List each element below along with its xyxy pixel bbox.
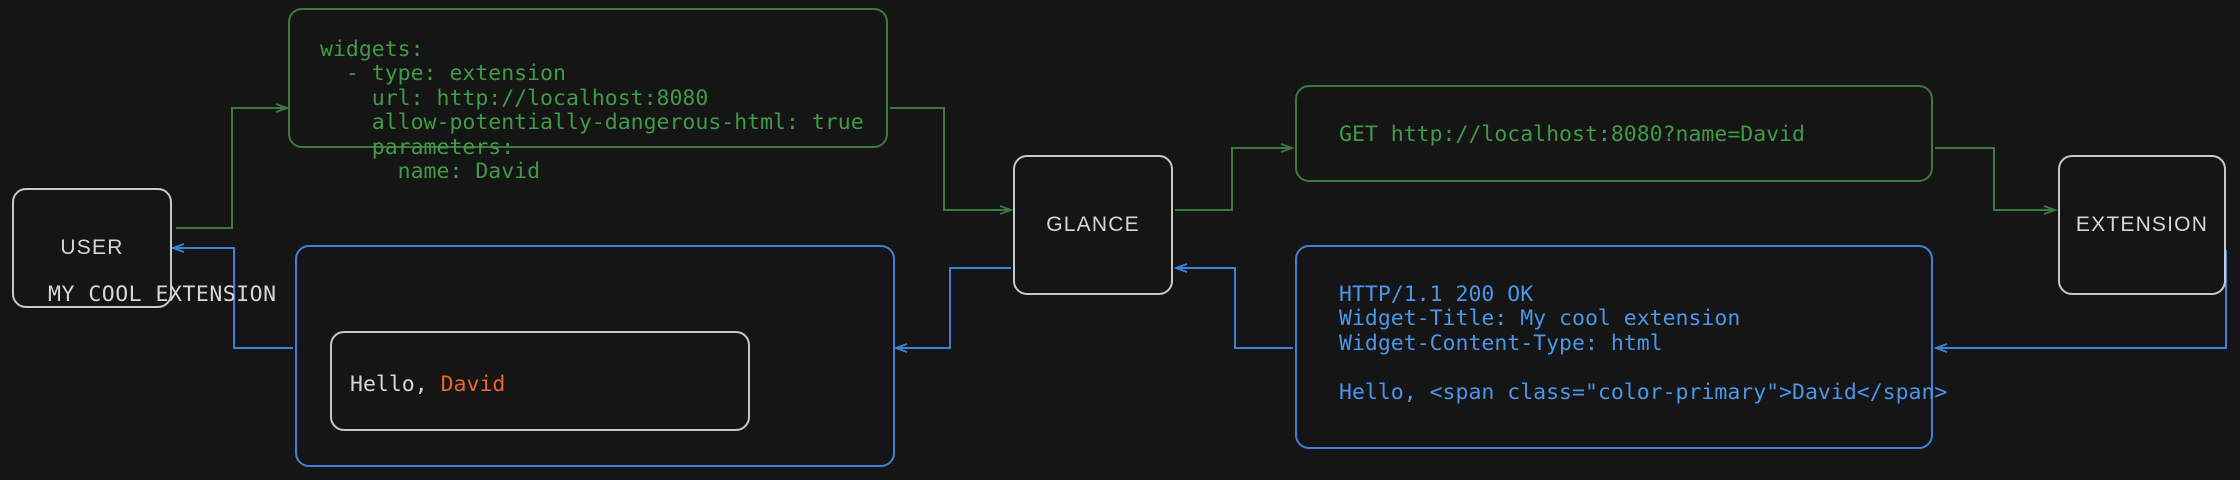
greeting-name: David — [440, 372, 506, 397]
edge-request-to-extension — [1935, 147, 2054, 210]
node-user[interactable]: USER — [12, 188, 172, 308]
http-response-box: HTTP/1.1 200 OK Widget-Title: My cool ex… — [1295, 245, 1948, 449]
http-request-text: GET http://localhost:8080?name=David — [1339, 122, 1805, 147]
http-response-text: HTTP/1.1 200 OK Widget-Title: My cool ex… — [1339, 282, 1948, 405]
node-extension-label: EXTENSION — [2075, 213, 2209, 236]
node-glance-label: GLANCE — [1046, 213, 1140, 236]
edge-response-to-glance — [1177, 268, 1293, 349]
yaml-config-box: widgets: - type: extension url: http://l… — [288, 8, 888, 184]
widget-preview-content-frame — [330, 331, 750, 431]
widget-preview-title: MY COOL EXTENSION — [48, 282, 277, 307]
node-glance[interactable]: GLANCE — [1013, 155, 1173, 295]
node-user-label: USER — [60, 236, 124, 259]
edge-glance-to-widget — [897, 267, 1011, 348]
http-request-box: GET http://localhost:8080?name=David — [1295, 85, 1933, 182]
widget-preview-greeting: Hello, David — [350, 372, 505, 397]
yaml-config-text: widgets: - type: extension url: http://l… — [320, 37, 864, 185]
greeting-prefix: Hello, — [350, 372, 441, 397]
edge-user-to-yaml — [176, 108, 286, 229]
edge-glance-to-request — [1175, 148, 1291, 211]
edge-yaml-to-glance — [890, 107, 1010, 210]
node-extension[interactable]: EXTENSION — [2058, 155, 2226, 295]
